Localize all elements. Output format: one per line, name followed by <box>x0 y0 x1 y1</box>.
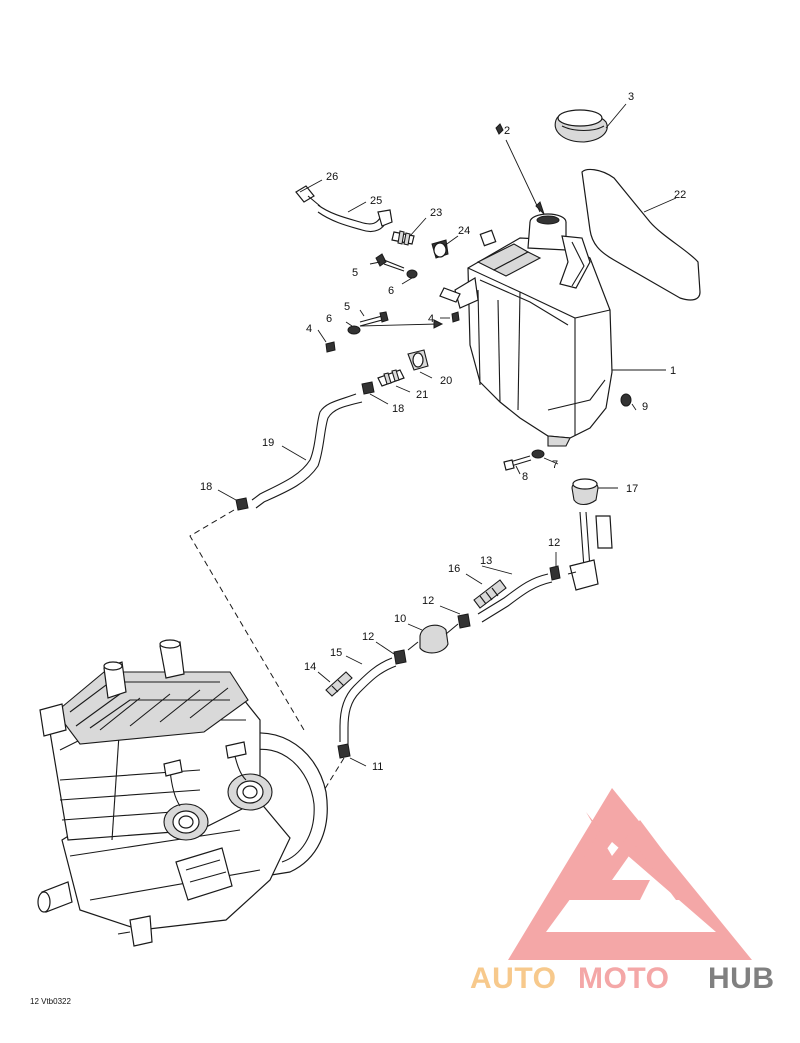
callout-18-upper: 18 <box>392 403 404 415</box>
assembly-arrow <box>359 323 439 327</box>
gasket <box>495 123 504 135</box>
callout-19: 19 <box>262 437 274 449</box>
clamp-12a <box>549 565 561 581</box>
callout-14: 14 <box>304 661 316 673</box>
callout-12-left: 12 <box>362 631 374 643</box>
watermark-text-moto: MOTO <box>578 962 669 995</box>
fitting-26 <box>295 185 321 207</box>
hose-15 <box>339 657 397 744</box>
nut-4a <box>451 311 460 323</box>
decal <box>581 168 701 301</box>
callout-4-lower: 4 <box>306 323 312 335</box>
callout-8: 8 <box>522 471 528 483</box>
spring-16 <box>473 579 507 609</box>
dashed-route-19 <box>189 509 305 731</box>
callout-5-upper: 5 <box>352 267 358 279</box>
grommet-20 <box>407 349 429 371</box>
callout-26: 26 <box>326 171 338 183</box>
washer-6b <box>347 325 361 335</box>
callout-22: 22 <box>674 189 686 201</box>
clamp-11 <box>337 743 351 759</box>
clamp-18a <box>361 381 375 395</box>
callout-15: 15 <box>330 647 342 659</box>
level-sensor <box>567 511 613 591</box>
hose-25 <box>317 204 393 233</box>
grommet-17 <box>571 478 599 506</box>
callout-3: 3 <box>628 91 634 103</box>
logo-triangle-inner <box>560 812 700 900</box>
grommet-9 <box>620 393 632 407</box>
engine <box>37 639 328 947</box>
callout-7: 7 <box>552 459 558 471</box>
clamp-12b <box>457 613 471 629</box>
spring-14 <box>325 671 353 697</box>
leader-lines <box>217 103 677 767</box>
bolt-8 <box>503 455 532 471</box>
callout-12-right: 12 <box>548 537 560 549</box>
callout-18-lower: 18 <box>200 481 212 493</box>
callout-5-lower: 5 <box>344 301 350 313</box>
callout-25: 25 <box>370 195 382 207</box>
fitting-23 <box>391 230 415 246</box>
watermark-text-auto: AUTO <box>470 962 556 995</box>
callout-13: 13 <box>480 555 492 567</box>
fitting-21 <box>377 369 405 387</box>
callout-10: 10 <box>394 613 406 625</box>
clamp-12c <box>393 649 407 665</box>
callout-4-upper: 4 <box>428 313 434 325</box>
logo-triangle-outer <box>508 788 752 960</box>
callout-23: 23 <box>430 207 442 219</box>
callout-20: 20 <box>440 375 452 387</box>
callout-6-lower: 6 <box>326 313 332 325</box>
watermark-text-hub: HUB <box>708 962 775 995</box>
tank-cap <box>554 109 608 143</box>
washer-6a <box>406 269 418 279</box>
hose-19 <box>251 393 363 509</box>
callout-1: 1 <box>670 365 676 377</box>
callout-11: 11 <box>372 761 383 773</box>
callout-21: 21 <box>416 389 428 401</box>
nut-4b <box>325 341 336 353</box>
callout-24: 24 <box>458 225 470 237</box>
bracket <box>439 287 461 303</box>
callout-labels: 1 2 3 4 4 5 5 6 6 7 8 9 10 11 12 12 12 1… <box>200 91 686 773</box>
watermark-logo: AUTO MOTO HUB <box>470 788 775 995</box>
bolt-5b <box>359 311 389 327</box>
washer-7 <box>531 449 545 459</box>
callout-12-middle: 12 <box>422 595 434 607</box>
callout-17: 17 <box>626 483 638 495</box>
filler-neck <box>527 213 591 289</box>
callout-6-upper: 6 <box>388 285 394 297</box>
callout-2: 2 <box>504 125 510 137</box>
bolt-5a <box>375 253 405 272</box>
diagram-code: 12 Vtb0322 <box>30 997 71 1006</box>
hose-13 <box>477 573 553 623</box>
clamp-18b <box>235 497 249 511</box>
callout-9: 9 <box>642 401 648 413</box>
grommet-24 <box>431 239 449 259</box>
callout-16: 16 <box>448 563 460 575</box>
oil-filter-10 <box>407 623 459 654</box>
